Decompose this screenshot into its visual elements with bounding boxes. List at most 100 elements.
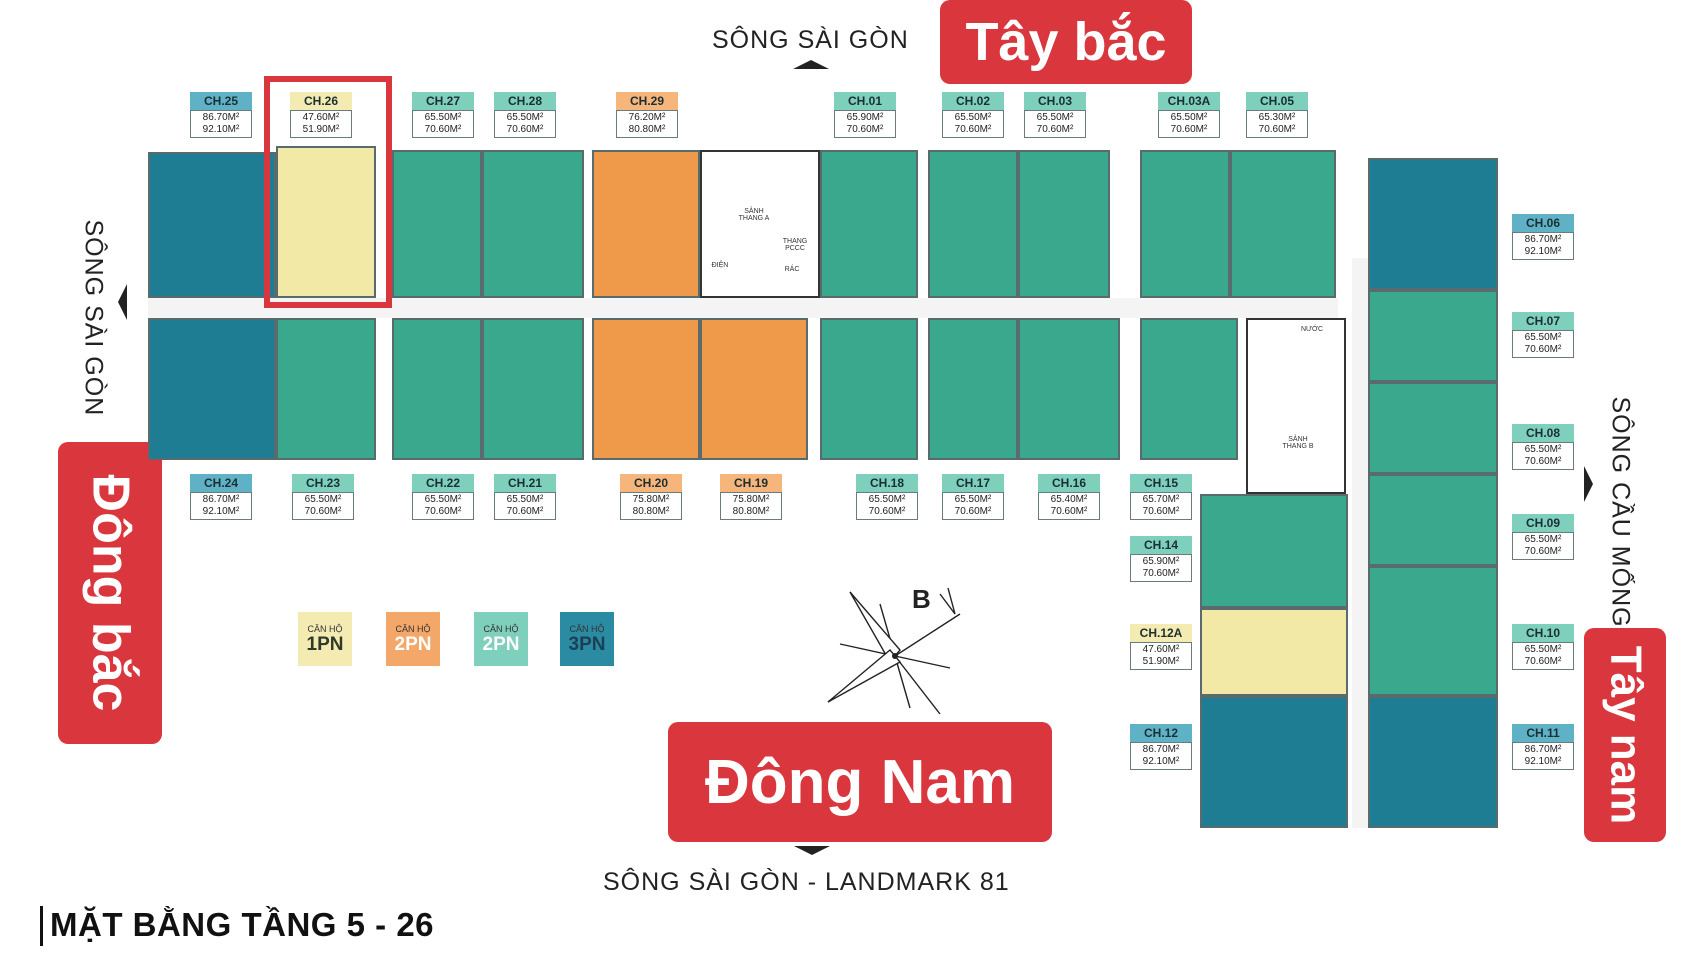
unit-block-ch08[interactable] [1368,382,1498,474]
dien-label: ĐIỆN [711,262,729,269]
unit-block-ch17[interactable] [928,318,1018,460]
unit-area-net: 65.50M² [1036,112,1074,123]
unit-block-ch10[interactable] [1368,566,1498,696]
unit-area-gross: 70.60M² [1524,656,1562,667]
unit-code: CH.19 [720,474,782,492]
direction-badge-northeast: Đông bắc [58,442,162,744]
unit-area-net: 65.50M² [506,494,544,505]
unit-block-ch28[interactable] [482,150,584,298]
direction-label-northwest: Tây bắc [965,12,1167,72]
unit-block-ch24[interactable] [148,318,276,460]
unit-block-ch02[interactable] [928,150,1018,298]
east-corridor [1352,258,1368,828]
unit-area-gross: 80.80M² [632,506,670,517]
unit-block-ch16[interactable] [1018,318,1120,460]
unit-area-net: 86.70M² [1524,744,1562,755]
unit-area-net: 65.50M² [1524,534,1562,545]
unit-area-gross: 92.10M² [1142,756,1180,767]
unit-block-ch12a[interactable] [1200,608,1348,696]
unit-block-ch03[interactable] [1018,150,1110,298]
unit-area-net: 65.90M² [846,112,884,123]
unit-block-ch12[interactable] [1200,696,1348,828]
unit-area-gross: 70.60M² [1170,124,1208,135]
unit-code: CH.22 [412,474,474,492]
unit-block-ch20[interactable] [592,318,700,460]
unit-area-gross: 70.60M² [1524,456,1562,467]
unit-block-ch14[interactable] [1200,494,1348,608]
pccc-label: THANG PCCC [782,238,808,252]
unit-block-ch11[interactable] [1368,696,1498,828]
unit-block-ch03a[interactable] [1140,150,1230,298]
unit-block-ch19[interactable] [700,318,808,460]
unit-block-ch07[interactable] [1368,290,1498,382]
unit-block-ch21[interactable] [482,318,584,460]
unit-block-ch23[interactable] [276,318,376,460]
unit-area-gross: 80.80M² [628,124,666,135]
unit-block-ch18[interactable] [820,318,918,460]
stair-core-a [700,150,820,298]
direction-label-southeast: Đông Nam [705,747,1015,817]
unit-area-gross: 92.10M² [1524,756,1562,767]
unit-code: CH.07 [1512,312,1574,330]
unit-block-ch09[interactable] [1368,474,1498,566]
unit-block-ch05[interactable] [1230,150,1336,298]
legend-caption: CĂN HỘ [307,624,343,634]
unit-code: CH.02 [942,92,1004,110]
unit-block-ch27[interactable] [392,150,482,298]
unit-block-ch06[interactable] [1368,158,1498,290]
unit-block-ch25[interactable] [148,152,276,298]
unit-block-ch01[interactable] [820,150,918,298]
unit-block-ch26[interactable] [276,146,376,298]
unit-block-ch15[interactable] [1140,318,1238,460]
unit-block-ch22[interactable] [392,318,482,460]
arrow-left-icon [118,284,127,320]
stair-a-label: SẢNH THANG A [738,208,770,222]
unit-block-ch29[interactable] [592,150,700,298]
unit-code: CH.06 [1512,214,1574,232]
unit-area-gross: 70.60M² [954,506,992,517]
unit-area-gross: 70.60M² [954,124,992,135]
legend-type: 1PN [306,634,344,655]
main-corridor [148,298,1338,318]
